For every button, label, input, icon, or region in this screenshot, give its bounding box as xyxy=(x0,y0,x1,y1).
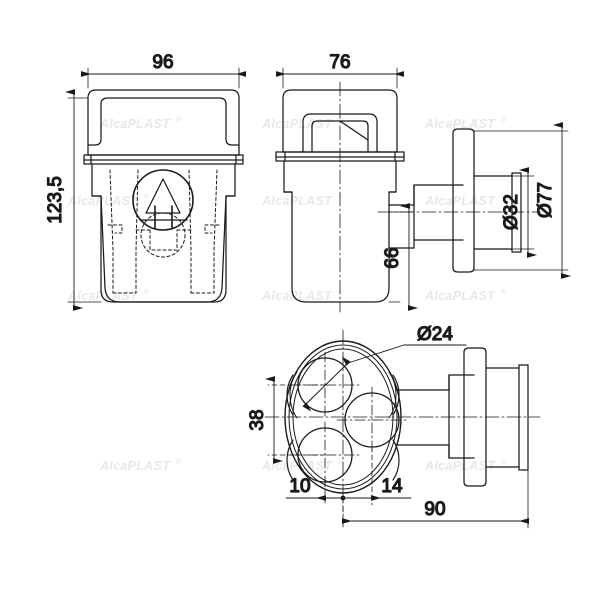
dimension-label-66: 66 xyxy=(382,247,403,268)
dimension-label-14: 14 xyxy=(381,476,403,497)
watermark-registered: ® xyxy=(338,458,344,466)
dimension-d77: Ø77 xyxy=(473,122,571,279)
leader-line xyxy=(347,344,405,364)
watermark-registered: ® xyxy=(144,193,150,201)
side-wall-flange xyxy=(452,128,475,273)
front-hidden-inner-box xyxy=(149,229,178,251)
watermark-registered: ® xyxy=(176,458,182,466)
bottom-clip-left xyxy=(286,374,294,416)
front-valve-circle xyxy=(132,169,194,231)
watermark-registered: ® xyxy=(338,193,344,201)
watermark-registered: ® xyxy=(338,288,344,296)
dimension-label-d77: Ø77 xyxy=(535,182,556,218)
side-pipe-bottom xyxy=(388,239,464,249)
watermark-registered: ® xyxy=(501,116,507,124)
front-top-cap xyxy=(87,89,240,156)
front-hidden-ball xyxy=(140,212,186,258)
watermark: AlcaPLAST xyxy=(424,289,496,303)
bottom-view: Ø24 38 10 14 xyxy=(246,323,541,529)
watermark-registered: ® xyxy=(338,116,344,124)
side-handle-diagonal xyxy=(339,120,369,141)
front-cap-right-step xyxy=(225,134,240,146)
dimension-label-123-5: 123,5 xyxy=(45,176,66,224)
dimension-label-10: 10 xyxy=(289,476,310,497)
front-cap-inner xyxy=(100,97,227,136)
watermark-registered: ® xyxy=(176,116,182,124)
dimension-10-14: 10 14 xyxy=(285,446,412,506)
watermark: AlcaPLAST xyxy=(424,117,496,131)
watermark: AlcaPLAST xyxy=(261,459,333,473)
dimension-label-76: 76 xyxy=(329,52,350,73)
front-hidden-right-wall xyxy=(213,169,218,294)
side-body-outline xyxy=(283,160,397,303)
front-bucket-outline xyxy=(100,195,227,303)
watermark: AlcaPLAST xyxy=(99,459,171,473)
dimension-90: 90 xyxy=(342,469,529,529)
watermark-registered: ® xyxy=(501,458,507,466)
side-top-cap xyxy=(282,89,398,153)
dimension-66: 66 xyxy=(381,203,418,311)
bottom-wall-flange xyxy=(463,347,487,487)
watermark-registered: ® xyxy=(144,288,150,296)
dimension-label-38: 38 xyxy=(247,409,268,430)
watermark: AlcaPLAST xyxy=(99,117,171,131)
watermark-registered: ® xyxy=(501,288,507,296)
dimension-76: 76 xyxy=(276,51,404,89)
watermark: AlcaPLAST xyxy=(261,194,333,208)
watermark: AlcaPLAST xyxy=(67,289,139,303)
dimension-label-d32: Ø32 xyxy=(501,194,522,230)
dimension-label-d24: Ø24 xyxy=(417,324,453,345)
bottom-clip-right-lower xyxy=(392,439,400,481)
dimension-38: 38 xyxy=(246,376,326,464)
front-view: 96 123,5 xyxy=(44,51,246,311)
front-hidden-clip-l xyxy=(107,224,123,234)
watermark: AlcaPLAST xyxy=(424,194,496,208)
watermark: AlcaPLAST xyxy=(261,117,333,131)
dimension-96: 96 xyxy=(81,51,246,89)
bottom-clip-left2 xyxy=(289,371,298,419)
dimension-123-5: 123,5 xyxy=(44,89,102,311)
watermark: AlcaPLAST xyxy=(424,459,496,473)
dimension-d24: Ø24 xyxy=(302,323,467,412)
front-hidden-lines xyxy=(107,169,220,294)
dimension-label-96: 96 xyxy=(152,52,173,73)
bottom-clip-left-lower xyxy=(286,439,294,481)
watermark: AlcaPLAST xyxy=(261,289,333,303)
front-hidden-left-wall2 xyxy=(135,169,139,294)
watermark: AlcaPLAST xyxy=(67,194,139,208)
bottom-pipe-right xyxy=(485,364,529,471)
front-hidden-clip-r xyxy=(204,224,220,234)
front-hidden-left-wall xyxy=(109,169,114,294)
watermark-registered: ® xyxy=(501,193,507,201)
dimension-d32: Ø32 xyxy=(500,167,537,258)
front-hidden-right-wall2 xyxy=(188,169,192,294)
bottom-clip-right xyxy=(392,374,400,416)
dimension-label-90: 90 xyxy=(424,499,445,520)
side-view: 76 66 Ø32 Ø77 xyxy=(275,51,571,313)
bottom-pipe-top xyxy=(395,374,475,391)
bottom-pipe-bottom xyxy=(395,444,475,459)
bottom-clip-right2 xyxy=(388,371,397,419)
watermark-layer: AlcaPLAST ® AlcaPLAST ® AlcaPLAST ® Alca… xyxy=(67,116,507,473)
front-cap-left-step xyxy=(87,103,102,146)
leader-diameter-line xyxy=(302,356,351,412)
front-valve-triangle xyxy=(145,178,181,214)
